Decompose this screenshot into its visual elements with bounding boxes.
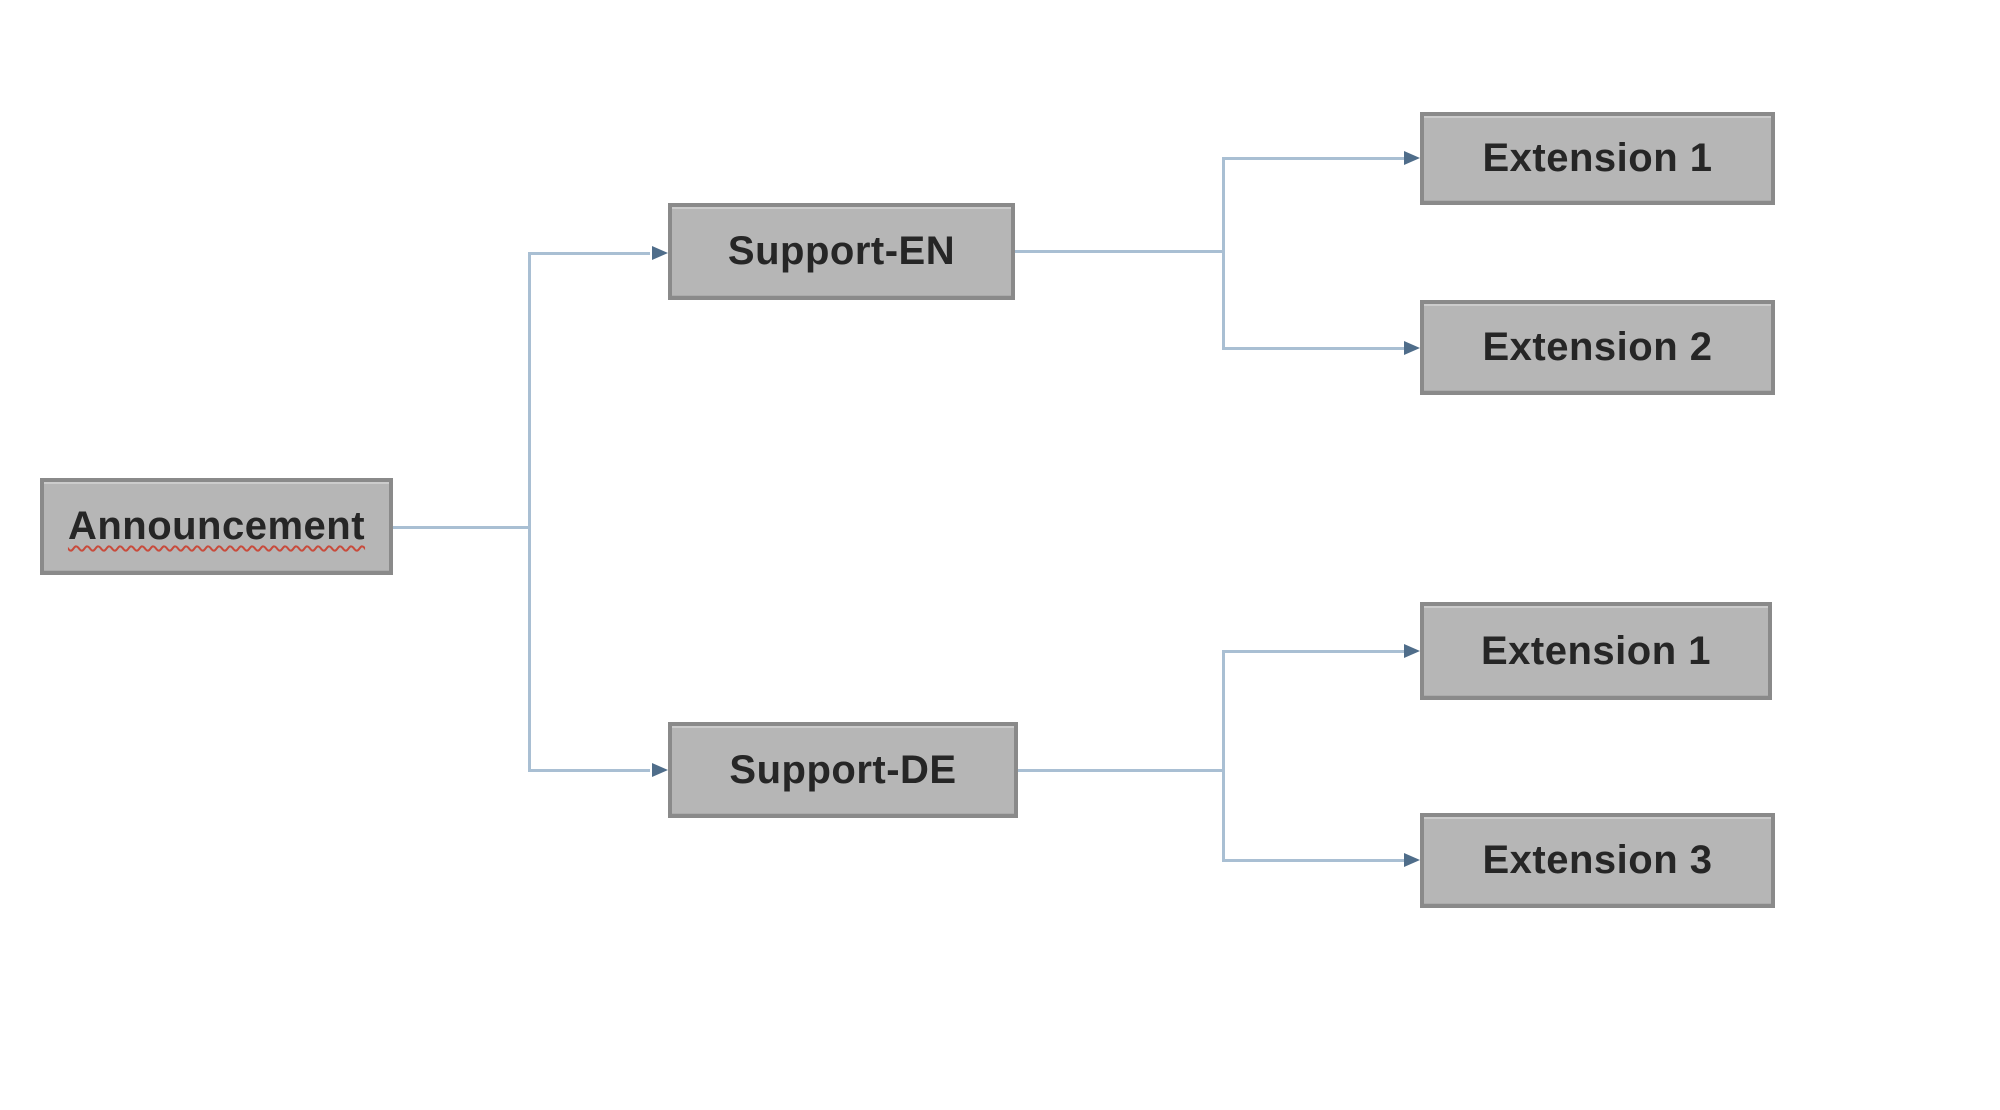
- node-extension3-label: Extension 3: [1482, 838, 1713, 882]
- connector-to-extension1-top: [1222, 157, 1404, 160]
- node-support-en[interactable]: Support-EN: [668, 203, 1015, 300]
- connector-to-extension1-bottom: [1222, 650, 1404, 653]
- node-announcement-label: Announcement: [67, 504, 366, 548]
- node-extension1-top-label: Extension 1: [1482, 136, 1713, 180]
- connector-support-en-vertical: [1222, 157, 1225, 350]
- node-extension1-top[interactable]: Extension 1: [1420, 112, 1775, 205]
- connector-to-extension2: [1222, 347, 1404, 350]
- arrowhead-extension1-top-icon: [1404, 151, 1420, 165]
- node-extension1-bottom[interactable]: Extension 1: [1420, 602, 1772, 700]
- node-extension1-bottom-label: Extension 1: [1480, 628, 1711, 673]
- node-extension3[interactable]: Extension 3: [1420, 813, 1775, 908]
- node-extension2-label: Extension 2: [1482, 325, 1713, 369]
- arrowhead-extension1-bottom-icon: [1404, 644, 1420, 658]
- arrowhead-extension2-icon: [1404, 341, 1420, 355]
- connector-announcement-trunk: [393, 526, 530, 529]
- connector-to-support-de: [528, 769, 650, 772]
- connector-to-support-en: [528, 252, 650, 255]
- connector-to-extension3: [1222, 859, 1404, 862]
- connector-support-de-trunk: [1018, 769, 1225, 772]
- arrowhead-support-de-icon: [652, 763, 668, 777]
- arrowhead-support-en-icon: [652, 246, 668, 260]
- connector-support-de-vertical: [1222, 650, 1225, 862]
- connector-support-en-trunk: [1015, 250, 1225, 253]
- node-support-en-label: Support-EN: [727, 229, 956, 273]
- connector-announcement-vertical: [528, 252, 531, 772]
- node-support-de-label: Support-DE: [729, 747, 957, 792]
- arrowhead-extension3-icon: [1404, 853, 1420, 867]
- node-support-de[interactable]: Support-DE: [668, 722, 1018, 818]
- node-announcement[interactable]: Announcement: [40, 478, 393, 575]
- node-extension2[interactable]: Extension 2: [1420, 300, 1775, 395]
